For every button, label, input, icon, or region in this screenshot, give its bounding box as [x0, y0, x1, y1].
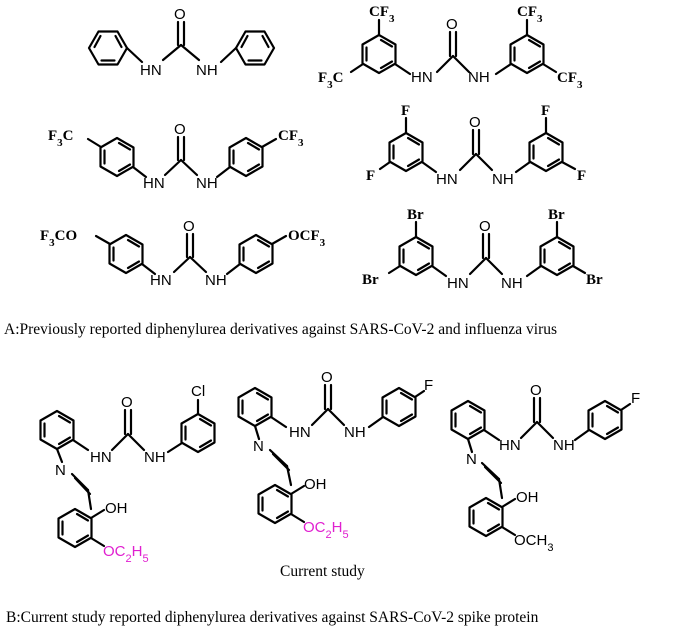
- molecule-diphenylurea: O HN NH: [87, 6, 276, 79]
- molecule-current-f-methoxy: O HN NH F N OH OCH3: [450, 382, 640, 554]
- atom-n: N: [253, 438, 264, 455]
- atom-f: F: [541, 103, 550, 119]
- atom-hn: HN: [150, 272, 172, 289]
- atom-cf3: CF3: [557, 70, 583, 91]
- atom-cf3: CF3: [369, 4, 395, 25]
- atom-nh: NH: [344, 424, 366, 441]
- atom-f: F: [366, 168, 375, 184]
- caption-a: A:Previously reported diphenylurea deriv…: [4, 321, 557, 338]
- atom-br: Br: [407, 207, 424, 223]
- atom-hn: HN: [411, 69, 433, 86]
- atom-o: O: [183, 218, 195, 235]
- molecule-bis-difluoro-urea: O HN NH F F F F: [366, 103, 586, 188]
- atom-hn: HN: [289, 424, 311, 441]
- atom-f: F: [631, 390, 640, 407]
- atom-nh: NH: [144, 449, 166, 466]
- atom-oh: OH: [105, 500, 128, 517]
- atom-f3c: F3C: [318, 70, 344, 91]
- atom-o: O: [174, 121, 186, 138]
- atom-f: F: [424, 377, 433, 394]
- atom-nh: NH: [492, 171, 514, 188]
- atom-f: F: [401, 103, 410, 119]
- atom-och3: OCH3: [514, 532, 553, 554]
- atom-nh: NH: [468, 69, 490, 86]
- atom-o: O: [446, 16, 458, 33]
- atom-oc2h5: OC2H5: [103, 543, 149, 565]
- atom-hn: HN: [143, 175, 165, 192]
- atom-o: O: [174, 6, 186, 23]
- molecule-bis-ocf3-urea: O HN NH F3CO OCF3: [40, 218, 326, 289]
- molecule-bis-cf3-urea: O HN NH CF3 F3C CF3 CF3: [318, 4, 583, 91]
- atom-o: O: [479, 218, 491, 235]
- atom-hn: HN: [436, 171, 458, 188]
- atom-oh: OH: [516, 489, 539, 506]
- atom-f3co: F3CO: [40, 228, 77, 249]
- atom-br: Br: [548, 207, 565, 223]
- atom-nh: NH: [196, 62, 218, 79]
- atom-oc2h5: OC2H5: [303, 519, 349, 541]
- atom-f: F: [577, 168, 586, 184]
- atom-nh: NH: [553, 437, 575, 454]
- atom-cf3: CF3: [278, 128, 304, 149]
- molecule-current-f-ethoxy: O HN NH F N OH OC2H5: [237, 369, 433, 541]
- atom-hn: HN: [90, 449, 112, 466]
- atom-br: Br: [586, 272, 603, 288]
- atom-n: N: [466, 451, 477, 468]
- atom-hn: HN: [140, 62, 162, 79]
- molecule-current-cl: O HN NH Cl N OH OC2H5: [39, 383, 216, 565]
- atom-hn: HN: [447, 275, 469, 292]
- atom-o: O: [321, 369, 333, 386]
- caption-b: B:Current study reported diphenylurea de…: [6, 609, 539, 626]
- atom-f3c: F3C: [48, 128, 74, 149]
- atom-cl: Cl: [191, 383, 205, 400]
- atom-o: O: [530, 382, 542, 399]
- atom-o: O: [121, 394, 133, 411]
- caption-current-study: Current study: [280, 563, 365, 580]
- atom-nh: NH: [205, 272, 227, 289]
- atom-n: N: [55, 462, 66, 479]
- molecule-bis-dibromo-urea: O HN NH Br Br Br Br: [362, 207, 603, 292]
- atom-cf3: CF3: [517, 4, 543, 25]
- atom-ocf3: OCF3: [288, 228, 326, 249]
- atom-br: Br: [362, 272, 379, 288]
- molecule-bis-4-cf3-urea: O HN NH F3C CF3: [48, 121, 304, 192]
- atom-o: O: [469, 114, 481, 131]
- atom-hn: HN: [499, 437, 521, 454]
- atom-nh: NH: [501, 275, 523, 292]
- atom-nh: NH: [196, 175, 218, 192]
- atom-oh: OH: [304, 476, 327, 493]
